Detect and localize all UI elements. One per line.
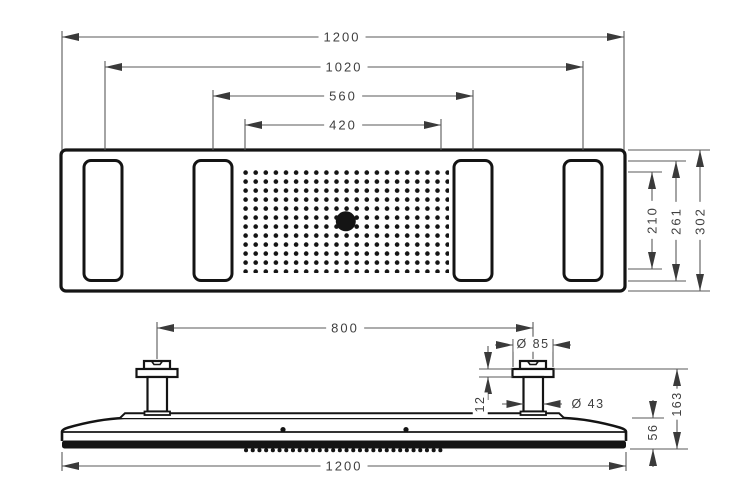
dim-label-panel-length: 261 [668, 202, 684, 240]
spray-face-band [62, 440, 626, 449]
connector-left [135, 359, 179, 416]
seam-screw-right [403, 427, 409, 433]
connector-right [511, 359, 555, 416]
dim-label-outer-panel-centers: 1020 [320, 59, 368, 75]
top-view [59, 148, 627, 293]
spray-panel-2 [192, 159, 234, 282]
dim-label-flange-height: 12 [472, 392, 488, 416]
spray-panel-1 [82, 159, 124, 282]
dim-label-connector-spacing: 800 [326, 320, 364, 336]
top-dimension-arrows [62, 33, 704, 291]
dim-label-inner-panel-centers: 560 [324, 88, 362, 104]
dim-label-flange-diameter: Ø 85 [513, 336, 553, 352]
dim-label-overall-width-bottom: 1200 [320, 458, 368, 474]
side-view [60, 359, 628, 453]
side-dimension-arrows [62, 324, 681, 470]
shower-body-profile [60, 416, 628, 441]
spray-panel-4 [562, 159, 604, 282]
dim-label-spray-field-height: 210 [644, 201, 660, 239]
dim-label-overall-height: 163 [669, 388, 685, 420]
dim-label-spray-field-width: 420 [324, 117, 362, 133]
mounting-deck [119, 412, 565, 419]
dim-label-overall-depth: 302 [692, 202, 708, 240]
dim-label-body-thickness: 56 [645, 420, 661, 444]
central-jet [335, 211, 356, 232]
spray-panel-3 [452, 159, 494, 282]
seam-screw-left [280, 427, 286, 433]
dim-label-overall-width-top: 1200 [318, 29, 366, 45]
dim-label-pipe-diameter: Ø 43 [568, 396, 608, 412]
